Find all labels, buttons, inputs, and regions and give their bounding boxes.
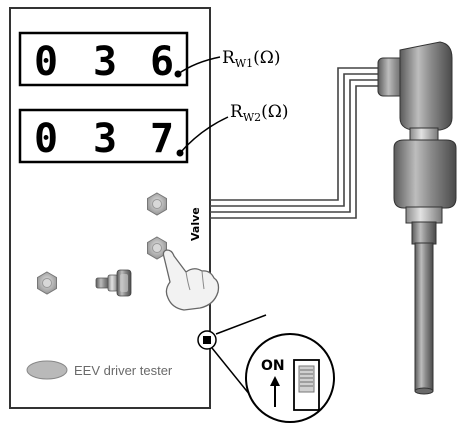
display-rw2-digit-2: 3 <box>93 116 117 162</box>
rw2-label-sub: W2 <box>243 111 261 124</box>
hex-button-valve[interactable] <box>147 236 167 260</box>
rw2-leader-line <box>179 116 229 154</box>
display-rw2-frame <box>18 108 189 164</box>
rw1-label-main: R <box>222 48 236 68</box>
on-switch-label: ON <box>261 358 285 374</box>
display-rw2-digit-1: 0 <box>34 116 58 162</box>
rw1-label: RW1(Ω) <box>222 48 280 70</box>
on-switch-enlarged[interactable] <box>293 359 320 411</box>
display-rw1-frame <box>18 31 189 87</box>
display-rw1-digit-3: 6 <box>150 39 174 85</box>
hex-led-left <box>37 271 57 295</box>
power-switch-mini[interactable] <box>203 336 211 344</box>
hex-led-top <box>147 192 167 216</box>
magnifier-line-top <box>215 314 267 335</box>
display-rw2-digit-3: 7 <box>150 116 174 162</box>
up-arrow-icon <box>270 376 280 407</box>
toggle-switch[interactable] <box>95 269 132 297</box>
rw2-label-main: R <box>230 102 244 122</box>
display-rw1-digit-2: 3 <box>93 39 117 85</box>
display-rw2: 0 3 7 <box>18 108 189 164</box>
on-switch-magnifier <box>245 333 335 423</box>
rw2-label-unit: (Ω) <box>261 102 288 122</box>
rw1-leader-line <box>177 56 221 75</box>
device-label: EEV driver tester <box>74 363 173 378</box>
rw1-label-unit: (Ω) <box>253 48 280 68</box>
display-rw1-digit-1: 0 <box>34 39 58 85</box>
display-rw1: 0 3 6 <box>18 31 189 87</box>
magnifier-line-bottom <box>211 347 251 396</box>
rw2-label: RW2(Ω) <box>230 102 288 124</box>
valve-label: Valve <box>189 207 202 241</box>
expansion-valve-icon <box>377 41 457 395</box>
pointing-hand-icon <box>162 249 220 311</box>
valve-wires <box>210 67 385 219</box>
rw1-label-sub: W1 <box>235 57 253 70</box>
device-badge-icon <box>26 360 68 380</box>
